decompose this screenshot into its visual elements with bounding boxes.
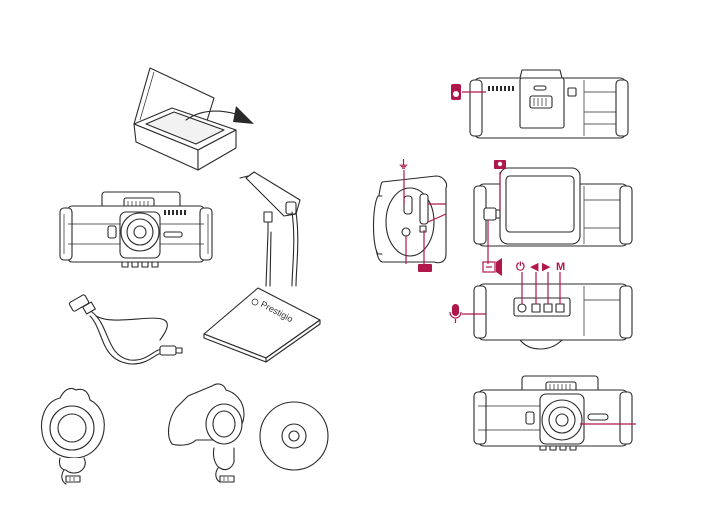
power-button-label: ⏻ bbox=[516, 260, 525, 273]
usb-icon: ⏚ bbox=[398, 158, 409, 171]
memory-card-icon bbox=[418, 264, 432, 272]
display-toggle-icon bbox=[483, 258, 502, 276]
usb-cable-icon bbox=[69, 294, 182, 364]
camera-back-view bbox=[474, 160, 632, 276]
adhesive-mount-icon bbox=[169, 384, 244, 482]
car-charger-icon bbox=[240, 172, 300, 286]
camera-side-view: ⏚ bbox=[374, 158, 447, 272]
suction-mount-icon bbox=[42, 388, 105, 484]
dash-camera-icon bbox=[60, 192, 212, 267]
next-button-label: ▶ bbox=[542, 261, 551, 273]
prev-button-label: ◀ bbox=[530, 261, 539, 273]
menu-button-label: M bbox=[556, 261, 565, 273]
camera-top-view bbox=[451, 70, 628, 138]
microphone-icon bbox=[450, 304, 461, 323]
cd-disc-icon bbox=[260, 402, 328, 470]
camera-bottom-view: ⏻ ◀ ▶ M bbox=[450, 260, 632, 349]
manual-booklet-icon: Prestigio bbox=[204, 288, 320, 362]
box-open-icon bbox=[134, 68, 254, 170]
camera-front-view bbox=[474, 376, 636, 450]
reset-icon bbox=[451, 84, 461, 100]
